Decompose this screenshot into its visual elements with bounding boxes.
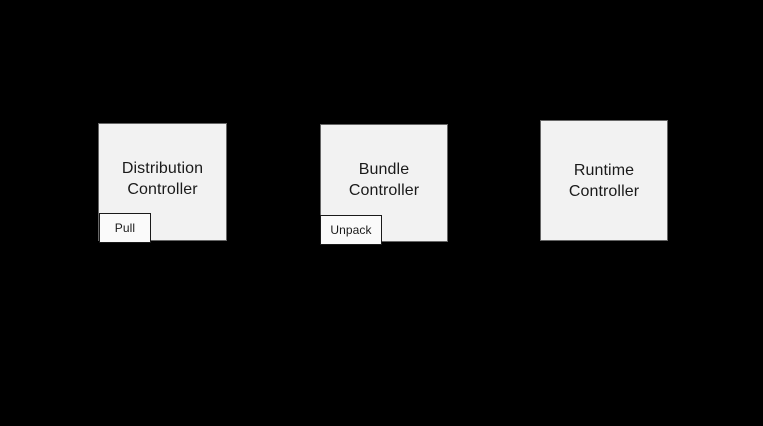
subnode-unpack[interactable]: Unpack (320, 215, 382, 245)
subnode-pull[interactable]: Pull (99, 213, 151, 243)
subnode-pull-label: Pull (114, 221, 136, 235)
node-runtime-controller[interactable]: Runtime Controller (540, 120, 668, 241)
node-bundle-controller-label: Bundle Controller (348, 161, 420, 199)
node-bundle-controller[interactable]: Bundle Controller Unpack (320, 124, 448, 245)
node-distribution-controller-label: Distribution Controller (121, 160, 204, 198)
node-distribution-controller[interactable]: Distribution Controller Pull (98, 123, 227, 243)
subnode-unpack-label: Unpack (330, 223, 372, 237)
node-runtime-controller-label: Runtime Controller (568, 161, 640, 200)
